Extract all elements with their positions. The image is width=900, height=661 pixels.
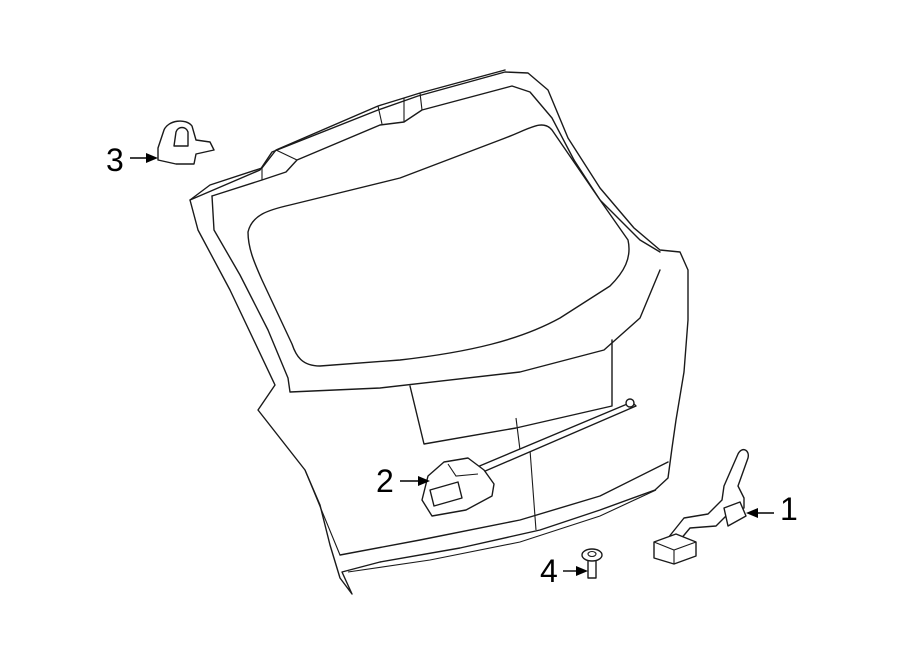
callout-1-number: 1 [780, 491, 798, 527]
bolt-head-recess [587, 550, 597, 558]
handle-detail [447, 463, 479, 477]
clip-loop [173, 126, 189, 147]
body-contour [211, 195, 661, 393]
part-2-handle-assembly [421, 398, 637, 517]
bolt-shank [587, 559, 597, 579]
lower-panel-line-2 [347, 489, 657, 573]
liftgate-panel [189, 69, 689, 595]
callout-2-arrow [418, 476, 430, 486]
callout-3-number: 3 [106, 142, 124, 178]
callout-1-arrow [746, 508, 758, 518]
callout-4-number: 4 [540, 553, 558, 589]
callout-4-arrow [576, 566, 588, 576]
side-edge [304, 469, 341, 556]
spoiler-step-left [261, 149, 298, 180]
hinge-block [653, 533, 697, 565]
handle-face [429, 481, 463, 507]
spoiler-ridge [189, 69, 506, 201]
rear-window [247, 124, 630, 367]
hinge-plate [723, 501, 747, 527]
callout-4: 4 [540, 553, 588, 589]
part-4-bolt [581, 548, 603, 579]
rod-end [625, 398, 635, 408]
bolt-head [581, 548, 603, 562]
license-recess [409, 339, 613, 445]
part-1-hinge [653, 448, 750, 565]
lower-panel-line [339, 461, 669, 556]
callout-1: 1 [746, 491, 798, 527]
part-3-clip [157, 120, 215, 165]
center-seam [529, 449, 537, 531]
hinge-block-top [653, 541, 697, 564]
callout-2: 2 [376, 463, 430, 499]
hinge-arm [667, 448, 750, 541]
license-recess-split [515, 417, 521, 451]
callout-2-number: 2 [376, 463, 394, 499]
callout-3-arrow [146, 153, 158, 163]
callout-3: 3 [106, 142, 158, 178]
spoiler-step-right [377, 92, 423, 125]
